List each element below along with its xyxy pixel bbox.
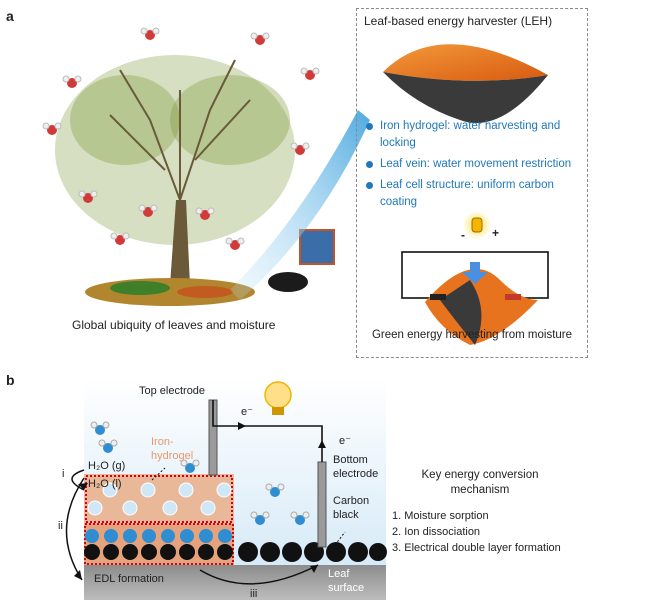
leh-title: Leaf-based energy harvester (LEH) (364, 14, 553, 28)
carbon-black-label: Carbon black (333, 495, 370, 521)
water-molecule-cluster (42, 27, 320, 250)
mechanism-title: Key energy conversion mechanism (421, 469, 539, 496)
ion-row-minus (87, 482, 232, 516)
circuit-plus-sign: + (492, 226, 500, 240)
electron-label-top: e⁻ (241, 406, 253, 418)
step-i-label: i (62, 468, 65, 480)
mechanism-item: 1. Moisture sorption (392, 510, 489, 522)
circuit-minus-sign: - (461, 228, 465, 242)
arrow-step-ii (65, 477, 85, 581)
panel-a-label: a (6, 8, 14, 24)
top-electrode-label: Top electrode (139, 385, 206, 397)
electrode-left (430, 294, 446, 300)
mechanism-list: 1. Moisture sorption 2. Ion dissociation… (392, 508, 561, 556)
tree-illustration (55, 55, 295, 306)
water-molecules-schematic (90, 421, 310, 525)
step-iii-label: iii (250, 588, 258, 600)
carbon-black-pile (268, 272, 308, 292)
feature-item: Leaf vein: water movement restriction (364, 156, 584, 173)
panel-b-label: b (6, 372, 15, 388)
feature-list: Iron hydrogel: water harvesting and lock… (364, 118, 584, 215)
right-caption: Green energy harvesting from moisture (371, 329, 573, 341)
edl-formation-label: EDL formation (94, 573, 164, 585)
bottom-electrode-label: Bottom electrode (333, 454, 379, 480)
iron-hydrogel-label: Iron-hydrogel (151, 436, 194, 462)
iron-hydrogel-cube (299, 229, 335, 265)
arrow-step-i (71, 469, 85, 491)
mechanism-item: 3. Electrical double layer formation (392, 542, 561, 554)
leaf-surface-label: Leaf surface (328, 568, 365, 594)
water-gas-label: H₂O (g) (88, 460, 126, 472)
led-bulb (471, 217, 483, 233)
electrode-right (505, 294, 521, 300)
light-bulb-icon (264, 381, 292, 409)
down-arrow-icon (462, 262, 488, 284)
electron-label-right: e⁻ (339, 435, 351, 447)
arrow-step-iii (199, 564, 319, 585)
feature-item: Iron hydrogel: water harvesting and lock… (364, 118, 584, 152)
hydrogel-ion-layer (84, 524, 234, 565)
feature-item: Leaf cell structure: uniform carbon coat… (364, 177, 584, 211)
water-liquid-label: H₂O (l) (88, 478, 122, 490)
blue-transfer-arrow (230, 110, 370, 300)
edl-dashed-box (84, 523, 234, 565)
leaf-harvester-illustration (383, 44, 548, 123)
circuit-leaf (425, 269, 538, 345)
leh-panel-box (356, 8, 588, 358)
mechanism-item: 2. Ion dissociation (392, 526, 481, 538)
hydrogel-layer (84, 474, 234, 524)
bottom-electrode-rod (317, 461, 327, 548)
left-caption: Global ubiquity of leaves and moisture (72, 318, 276, 332)
h2o-liquid-dashed-box (85, 475, 233, 523)
step-ii-label: ii (58, 520, 63, 532)
electron-flow-arrow (238, 422, 246, 430)
ion-row-plus (85, 529, 232, 543)
